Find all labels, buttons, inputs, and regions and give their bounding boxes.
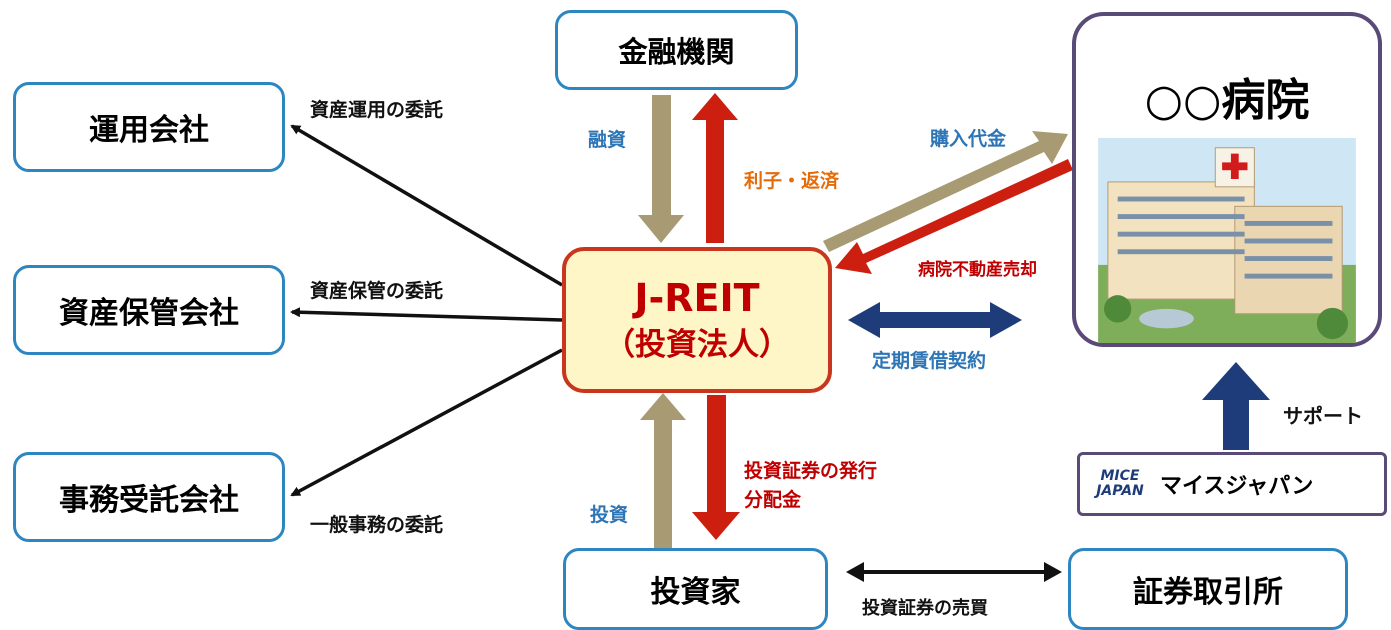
label-interest-repayment: 利子・返済: [744, 170, 840, 192]
custody-label: 資産保管会社: [59, 296, 239, 331]
mice-box: MICE JAPAN マイスジャパン: [1077, 452, 1387, 516]
hospital-box: ○○病院: [1072, 12, 1382, 347]
label-support: サポート: [1283, 404, 1363, 428]
label-loan: 融資: [588, 129, 627, 151]
custody-box: 資産保管会社: [13, 265, 285, 355]
exchange-label: 証券取引所: [1133, 575, 1283, 610]
mice-label: マイスジャパン: [1160, 474, 1314, 499]
arrow-to-asset-mgmt: [290, 124, 563, 287]
mice-logo-line2: JAPAN: [1096, 483, 1144, 499]
arrow-trade-right-head: [1044, 562, 1062, 582]
label-purchase-price: 購入代金: [930, 128, 1007, 150]
investor-box: 投資家: [563, 548, 828, 630]
finance-label: 金融機関: [618, 35, 735, 69]
arrow-trade-left-head: [846, 562, 864, 582]
reit-title: J-REIT: [634, 276, 760, 320]
label-lease: 定期賃借契約: [872, 350, 987, 372]
arrow-purchase: [823, 131, 1068, 252]
label-hospital-sale: 病院不動産売却: [918, 260, 1037, 280]
label-issue-line2: 分配金: [744, 489, 802, 511]
label-investment: 投資: [590, 504, 629, 526]
arrow-loan-down: [638, 95, 684, 243]
admin-box: 事務受託会社: [13, 452, 285, 542]
arrow-issue-down: [692, 395, 740, 540]
asset-mgmt-box: 運用会社: [13, 82, 285, 172]
arrow-to-custody: [290, 307, 563, 322]
exchange-box: 証券取引所: [1068, 548, 1348, 630]
label-issue-line1: 投資証券の発行: [744, 460, 878, 482]
reit-box: J-REIT （投資法人）: [562, 247, 832, 393]
investor-label: 投資家: [650, 575, 741, 610]
label-asset-mgmt-delegation: 資産運用の委託: [310, 99, 444, 121]
hospital-title: ○○病院: [1144, 75, 1310, 126]
hospital-illustration: [1098, 138, 1356, 343]
label-trade: 投資証券の売買: [862, 598, 988, 619]
arrow-support: [1202, 362, 1270, 450]
finance-box: 金融機関: [555, 10, 798, 90]
arrow-sale: [835, 159, 1073, 274]
reit-subtitle: （投資法人）: [604, 327, 790, 363]
arrow-invest-up: [640, 393, 686, 548]
arrow-repay-up: [692, 93, 738, 243]
mice-logo-line1: MICE: [1100, 468, 1140, 484]
asset-mgmt-label: 運用会社: [89, 113, 209, 148]
arrow-to-admin: [290, 348, 563, 497]
label-admin-delegation: 一般事務の委託: [310, 514, 444, 536]
arrow-lease: [848, 302, 1022, 338]
admin-label: 事務受託会社: [59, 483, 239, 518]
label-custody-delegation: 資産保管の委託: [310, 280, 444, 302]
mice-japan-logo: MICE JAPAN: [1094, 469, 1146, 499]
